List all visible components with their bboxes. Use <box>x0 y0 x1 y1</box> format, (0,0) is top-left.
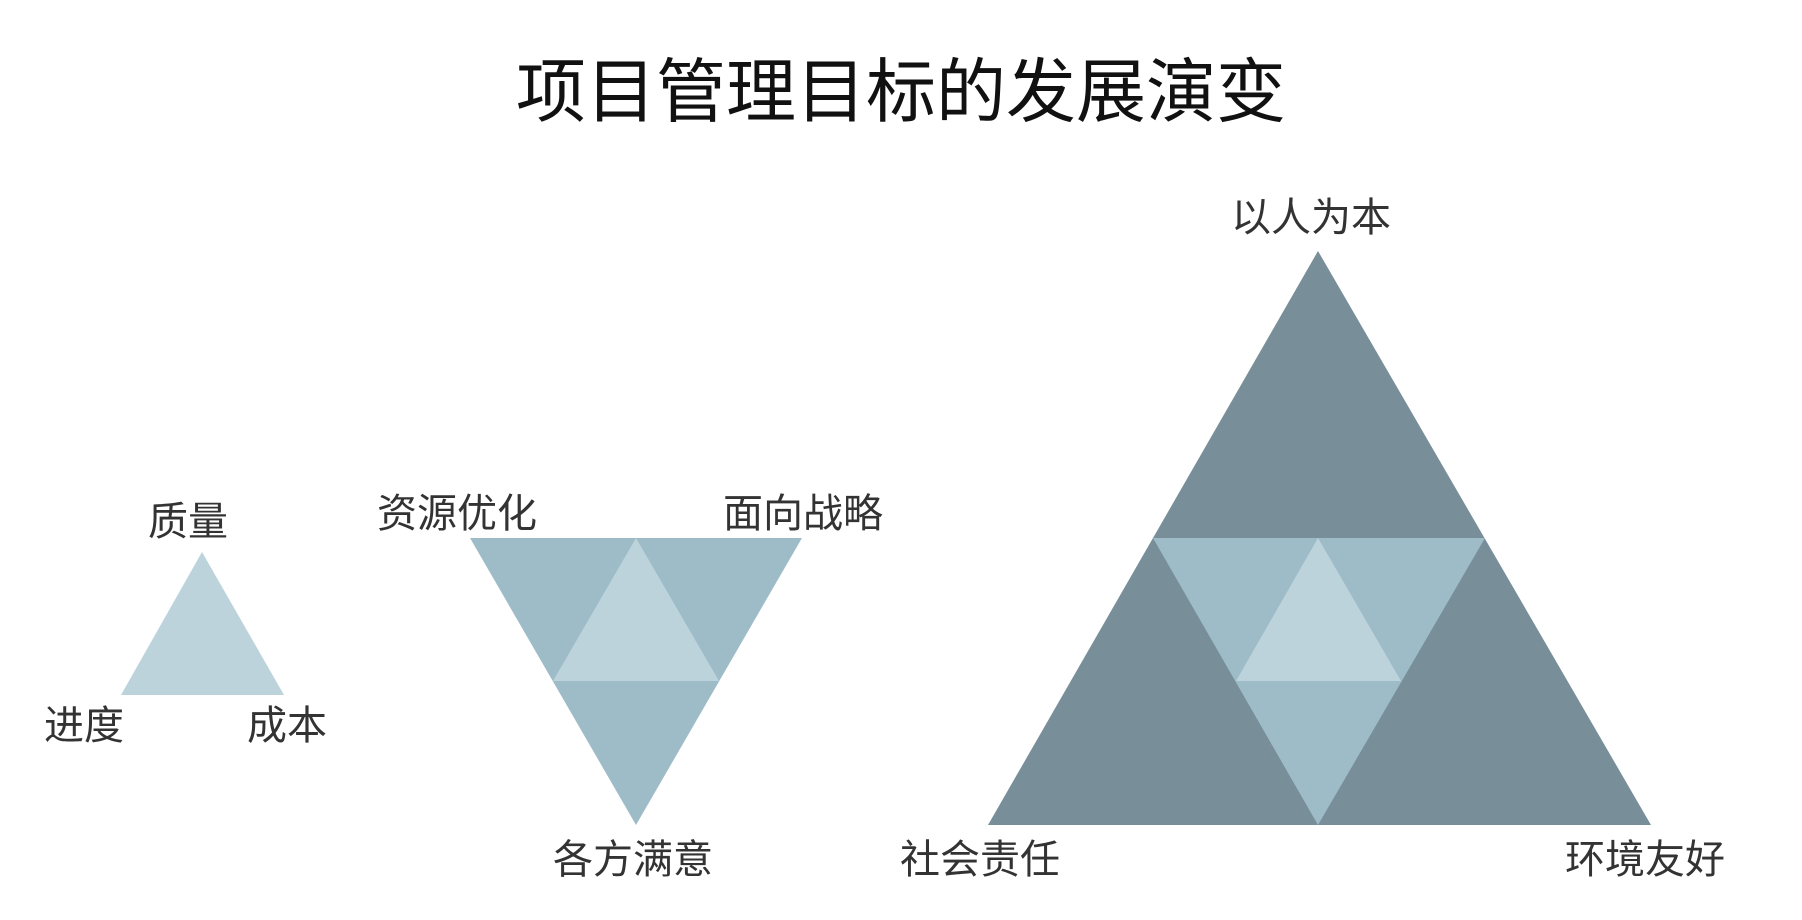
stage3-label-people-oriented: 以人为本 <box>1231 195 1391 241</box>
stage2-triangle-group <box>470 538 802 825</box>
stage2-outer-triangle <box>470 538 802 825</box>
stage3-triangle-group <box>988 251 1651 825</box>
stage2-label-resource-optimization: 资源优化 <box>377 491 537 537</box>
stage2-inner-triangle <box>553 538 719 681</box>
page-title: 项目管理目标的发展演变 <box>516 51 1286 133</box>
stage1-label-schedule: 进度 <box>44 703 124 749</box>
stage1-label-quality: 质量 <box>148 499 228 545</box>
stage2-label-stakeholder-satisfaction: 各方满意 <box>553 837 713 883</box>
stage3-inner-triangle <box>1236 538 1401 681</box>
stage3-label-social-responsibility: 社会责任 <box>900 837 1060 883</box>
stage3-middle-triangle <box>1153 538 1485 825</box>
stage1-triangle-group <box>121 552 284 695</box>
stage1-triangle <box>121 552 284 695</box>
stage1-label-cost: 成本 <box>247 703 327 749</box>
stage3-label-environment-friendly: 环境友好 <box>1565 837 1725 883</box>
stage2-label-strategy-oriented: 面向战略 <box>723 491 883 537</box>
